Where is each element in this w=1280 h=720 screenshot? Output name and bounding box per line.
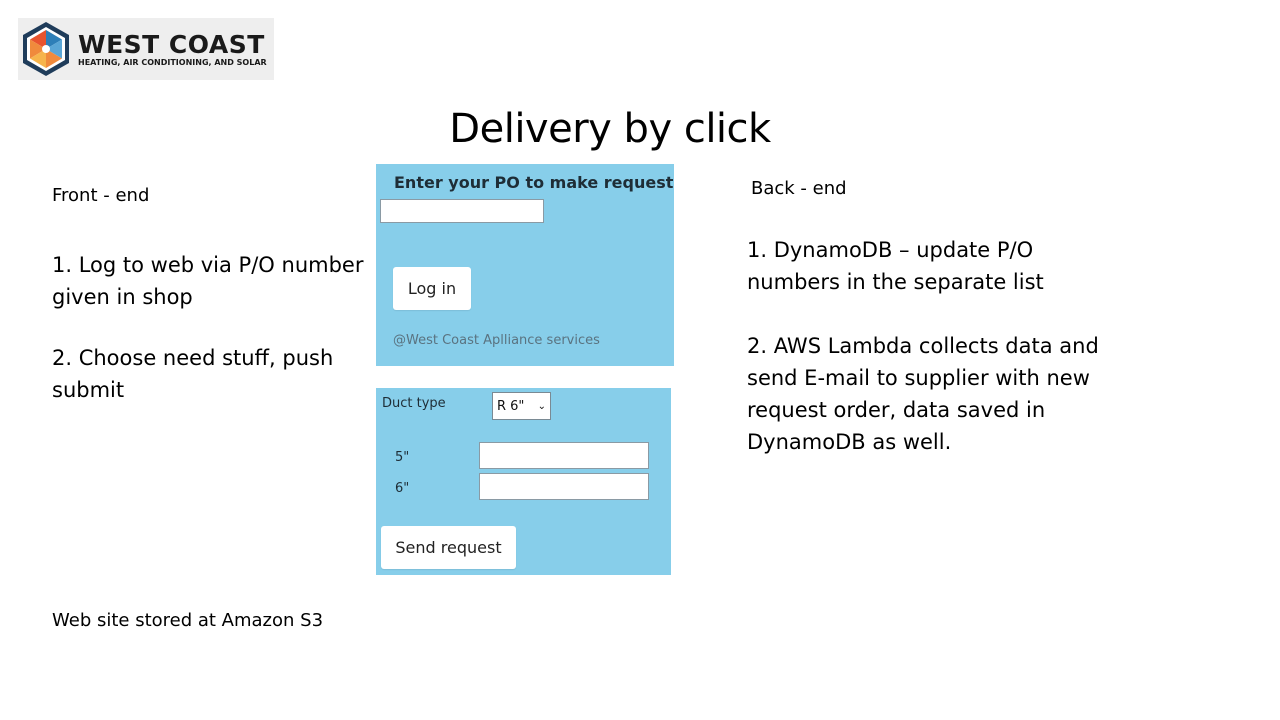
back-end-step2-line2: send E-mail to supplier with new [747,366,1090,390]
logo-tagline: HEATING, AIR CONDITIONING, AND SOLAR [78,57,267,67]
back-end-step1-line1: 1. DynamoDB – update P/O [747,238,1034,262]
duct-type-selected-value: R 6" [497,398,525,414]
size-6-label: 6" [395,481,410,496]
size-6-input[interactable] [479,473,649,500]
front-end-step2-line2: submit [52,378,125,402]
back-end-step1-line2: numbers in the separate list [747,270,1044,294]
po-number-input[interactable] [380,199,544,223]
back-end-step2-line3: request order, data saved in [747,398,1046,422]
logo-wordmark: WEST COAST [78,29,265,59]
send-request-button[interactable]: Send request [381,526,516,569]
front-end-step2-line1: 2. Choose need stuff, push [52,346,334,370]
login-form-footer: @West Coast Aplliance services [393,333,600,348]
slide-title: Delivery by click [449,106,771,152]
login-button[interactable]: Log in [393,267,471,310]
back-end-step2-line1: 2. AWS Lambda collects data and [747,334,1099,358]
company-logo: WEST COAST HEATING, AIR CONDITIONING, AN… [18,18,274,80]
size-5-input[interactable] [479,442,649,469]
storage-note: Web site stored at Amazon S3 [52,610,324,631]
back-end-step2-line4: DynamoDB as well. [747,430,952,454]
request-form-panel: Duct type R 6" ⌄ 5" 6" Send request [376,388,671,575]
front-end-heading: Front - end [52,185,150,206]
front-end-step1-line1: 1. Log to web via P/O number [52,253,364,277]
hexagon-logo-icon [23,22,69,76]
front-end-step1-line2: given in shop [52,285,193,309]
login-form-heading: Enter your PO to make request [394,173,674,192]
chevron-down-icon: ⌄ [537,400,546,412]
login-form-panel: Enter your PO to make request Log in @We… [376,164,674,366]
back-end-heading: Back - end [751,178,847,199]
duct-type-label: Duct type [382,396,446,411]
duct-type-select[interactable]: R 6" ⌄ [492,392,551,420]
size-5-label: 5" [395,450,410,465]
